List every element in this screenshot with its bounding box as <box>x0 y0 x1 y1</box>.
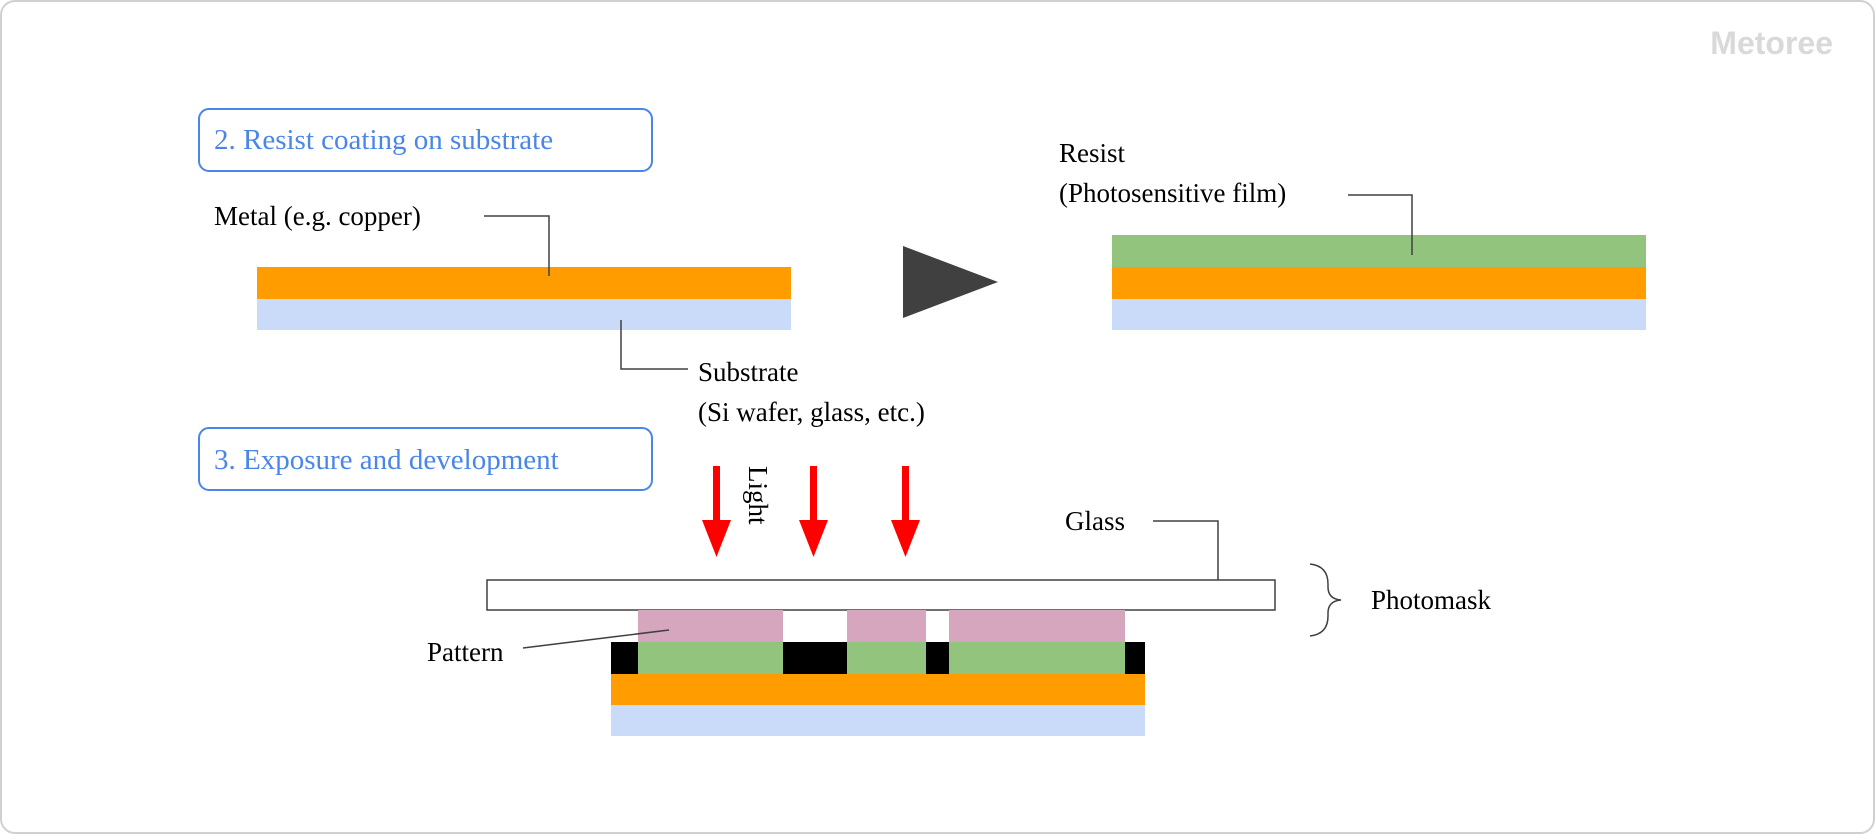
mask-pattern-3 <box>949 610 1125 642</box>
photomask-label: Photomask <box>1371 585 1492 615</box>
step3-title: 3. Exposure and development <box>214 444 559 476</box>
step2-title-box <box>198 108 653 172</box>
glass-plate <box>486 579 1276 611</box>
photomask-brace <box>1309 563 1342 637</box>
unexposed-resist-1 <box>638 642 783 674</box>
substrate-layer-exposure <box>611 705 1145 736</box>
light-arrows <box>702 466 920 557</box>
resist-label-line2: (Photosensitive film) <box>1059 178 1286 208</box>
unexposed-resist-2 <box>847 642 926 674</box>
substrate-label-line2: (Si wafer, glass, etc.) <box>698 397 925 427</box>
mask-pattern-1 <box>638 610 783 642</box>
substrate-layer <box>257 299 791 330</box>
mask-pattern-2 <box>847 610 926 642</box>
pattern-label: Pattern <box>427 637 504 667</box>
metal-layer-coated <box>1112 267 1646 299</box>
light-arrow-2-shaft <box>810 466 817 524</box>
unexposed-resist-3 <box>949 642 1125 674</box>
resist-label-line1: Resist <box>1059 138 1126 168</box>
metal-layer-exposure <box>611 674 1145 705</box>
step2-title: 2. Resist coating on substrate <box>214 124 553 156</box>
metal-layer <box>257 267 791 299</box>
metal-label: Metal (e.g. copper) <box>214 201 421 231</box>
light-label: Light <box>743 466 773 525</box>
light-arrow-3-shaft <box>902 466 909 524</box>
resist-leader-line <box>1348 194 1413 255</box>
step3-title-box <box>198 427 653 491</box>
substrate-layer-coated <box>1112 299 1646 330</box>
glass-label: Glass <box>1065 506 1125 536</box>
substrate-leader-line <box>620 320 688 370</box>
step2-section: 2. Resist coating on substrate Metal (e.… <box>198 108 1646 427</box>
light-arrow-1-shaft <box>713 466 720 524</box>
metoree-logo: Metoree <box>1710 25 1833 61</box>
substrate-label-line1: Substrate <box>698 357 799 387</box>
light-arrow-1-icon <box>702 520 731 557</box>
process-arrow-icon <box>903 246 998 318</box>
pattern-leader-line <box>522 629 670 649</box>
step3-section: 3. Exposure and development Light Glass … <box>198 427 1492 736</box>
resist-layer <box>1112 235 1646 267</box>
light-arrow-2-icon <box>799 520 828 557</box>
metal-leader-line <box>484 215 550 276</box>
glass-leader-line <box>1153 520 1219 580</box>
light-arrow-3-icon <box>891 520 920 557</box>
